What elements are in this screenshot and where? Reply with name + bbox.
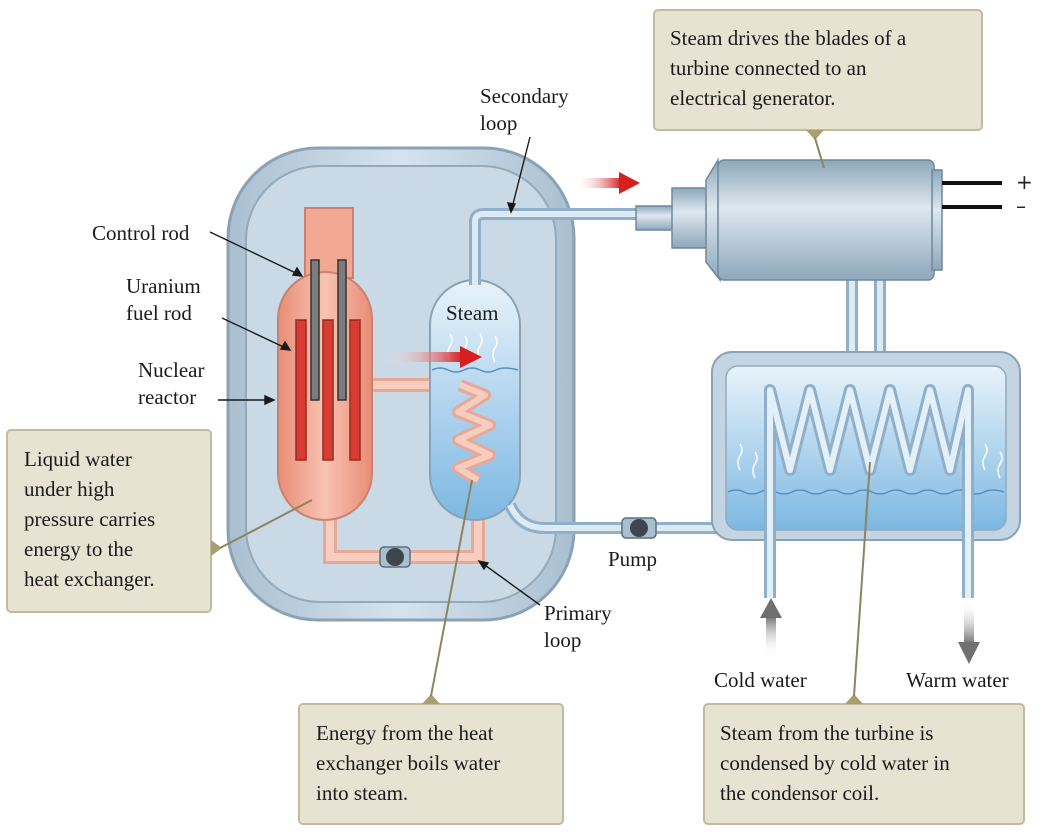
callout-condenser xyxy=(703,461,1025,825)
nuclear-reactor-label: Nuclear reactor xyxy=(138,358,210,409)
control-rods xyxy=(310,259,347,401)
primary-pump-icon xyxy=(379,546,411,568)
secondary-pump-icon xyxy=(621,517,657,539)
warm-water-outflow-arrow xyxy=(958,600,980,664)
positive-terminal-label: + xyxy=(1016,170,1033,194)
secondary-loop-label: Secondary loop xyxy=(480,84,574,135)
callout-turbine xyxy=(653,9,983,169)
callout-condenser-text: Steam from the turbine is condensed by c… xyxy=(720,721,955,805)
secondary-loop-pipe xyxy=(469,208,886,534)
uranium-fuel-rod-label: Uranium fuel rod xyxy=(126,274,206,325)
callout-heat-exchanger-text: Energy from the heat exchanger boils wat… xyxy=(316,721,506,805)
control-rod-label: Control rod xyxy=(92,221,190,245)
cold-water-inflow-arrow xyxy=(760,598,782,656)
heat-flow-arrow-turbine xyxy=(575,172,640,194)
warm-water-label: Warm water xyxy=(906,668,1009,692)
cold-water-label: Cold water xyxy=(714,668,807,692)
turbine-generator xyxy=(635,157,1002,283)
steam-label: Steam xyxy=(446,301,499,325)
condenser-steam-wisps xyxy=(737,443,1003,479)
callout-turbine-text: Steam drives the blades of a turbine con… xyxy=(670,26,911,110)
heat-flow-arrow-exchanger xyxy=(382,346,482,368)
callout-liquid-water xyxy=(6,429,313,613)
pump-label: Pump xyxy=(608,547,657,571)
heat-exchanger-coil xyxy=(452,379,496,486)
primary-loop-label: Primary loop xyxy=(544,601,617,652)
callout-liquid-water-text: Liquid water under high pressure carries… xyxy=(24,447,160,591)
fuel-rods xyxy=(295,319,361,461)
leader-lines xyxy=(209,136,541,606)
negative-terminal-label: – xyxy=(1016,194,1026,218)
callout-heat-exchanger xyxy=(298,479,564,825)
